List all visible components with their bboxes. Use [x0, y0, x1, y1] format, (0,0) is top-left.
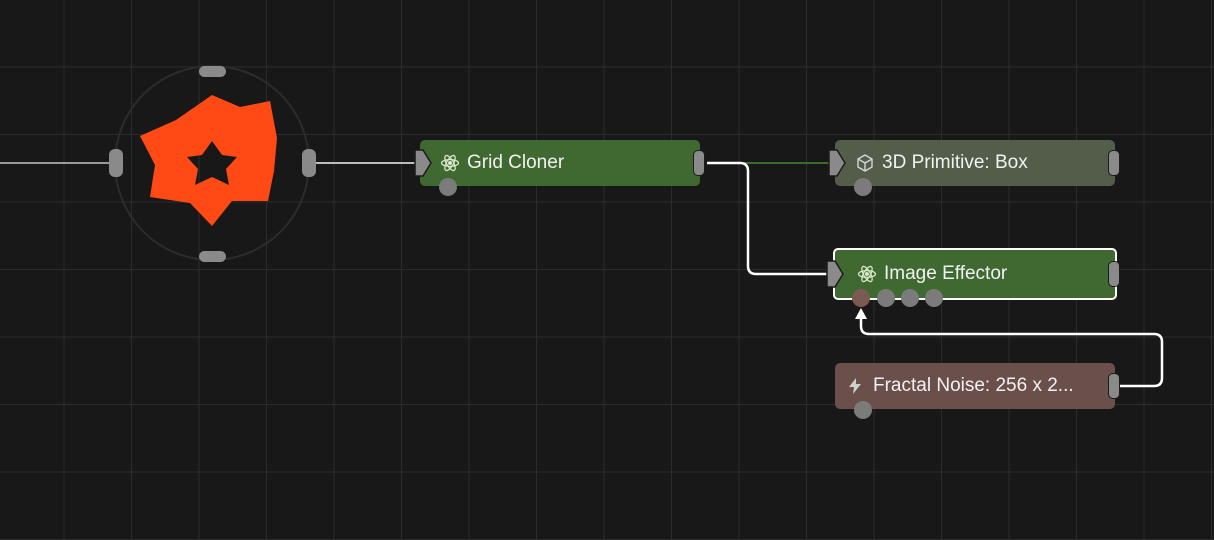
lightning-icon: [845, 376, 865, 396]
image-effector-bottom-port-2[interactable]: [877, 289, 895, 307]
image-effector-bottom-port-1[interactable]: [852, 289, 870, 307]
primitive-box-bottom-port[interactable]: [854, 178, 872, 196]
cube-icon: [855, 153, 875, 173]
fractal-noise-output-port[interactable]: [1108, 373, 1120, 399]
image-effector-bottom-port-3[interactable]: [901, 289, 919, 307]
image-effector-bottom-port-4[interactable]: [925, 289, 943, 307]
fractal-noise-bottom-port[interactable]: [854, 401, 872, 419]
primitive-box-node[interactable]: 3D Primitive: Box: [835, 140, 1115, 186]
grid-cloner-output-port[interactable]: [693, 150, 705, 176]
image-effector-output-port[interactable]: [1108, 261, 1120, 287]
scene-port-top[interactable]: [199, 66, 226, 77]
fractal-noise-node[interactable]: Fractal Noise: 256 x 2...: [835, 363, 1115, 409]
wire-arrowhead: [855, 308, 867, 319]
wire-cloner-to-effector: [707, 161, 834, 276]
grid-cloner-label: Grid Cloner: [467, 152, 565, 173]
scene-port-right[interactable]: [302, 149, 316, 177]
fractal-noise-label: Fractal Noise: 256 x 2...: [873, 375, 1074, 396]
atom-icon: [857, 264, 877, 284]
grid-cloner-bottom-port[interactable]: [439, 178, 457, 196]
primitive-box-output-port[interactable]: [1108, 150, 1120, 176]
scene-port-bottom[interactable]: [199, 251, 226, 262]
image-effector-label: Image Effector: [884, 263, 1008, 284]
app-logo-icon[interactable]: [140, 95, 277, 226]
image-effector-node[interactable]: Image Effector: [833, 248, 1117, 300]
scene-port-left[interactable]: [109, 149, 123, 177]
atom-icon: [440, 153, 460, 173]
image-effector-input-port[interactable]: [826, 259, 844, 289]
wire-noise-to-effector: [859, 318, 1164, 388]
primitive-box-label: 3D Primitive: Box: [882, 152, 1028, 173]
grid-cloner-node[interactable]: Grid Cloner: [420, 140, 700, 186]
primitive-box-input-port[interactable]: [828, 148, 846, 178]
grid-cloner-input-port[interactable]: [414, 148, 432, 178]
